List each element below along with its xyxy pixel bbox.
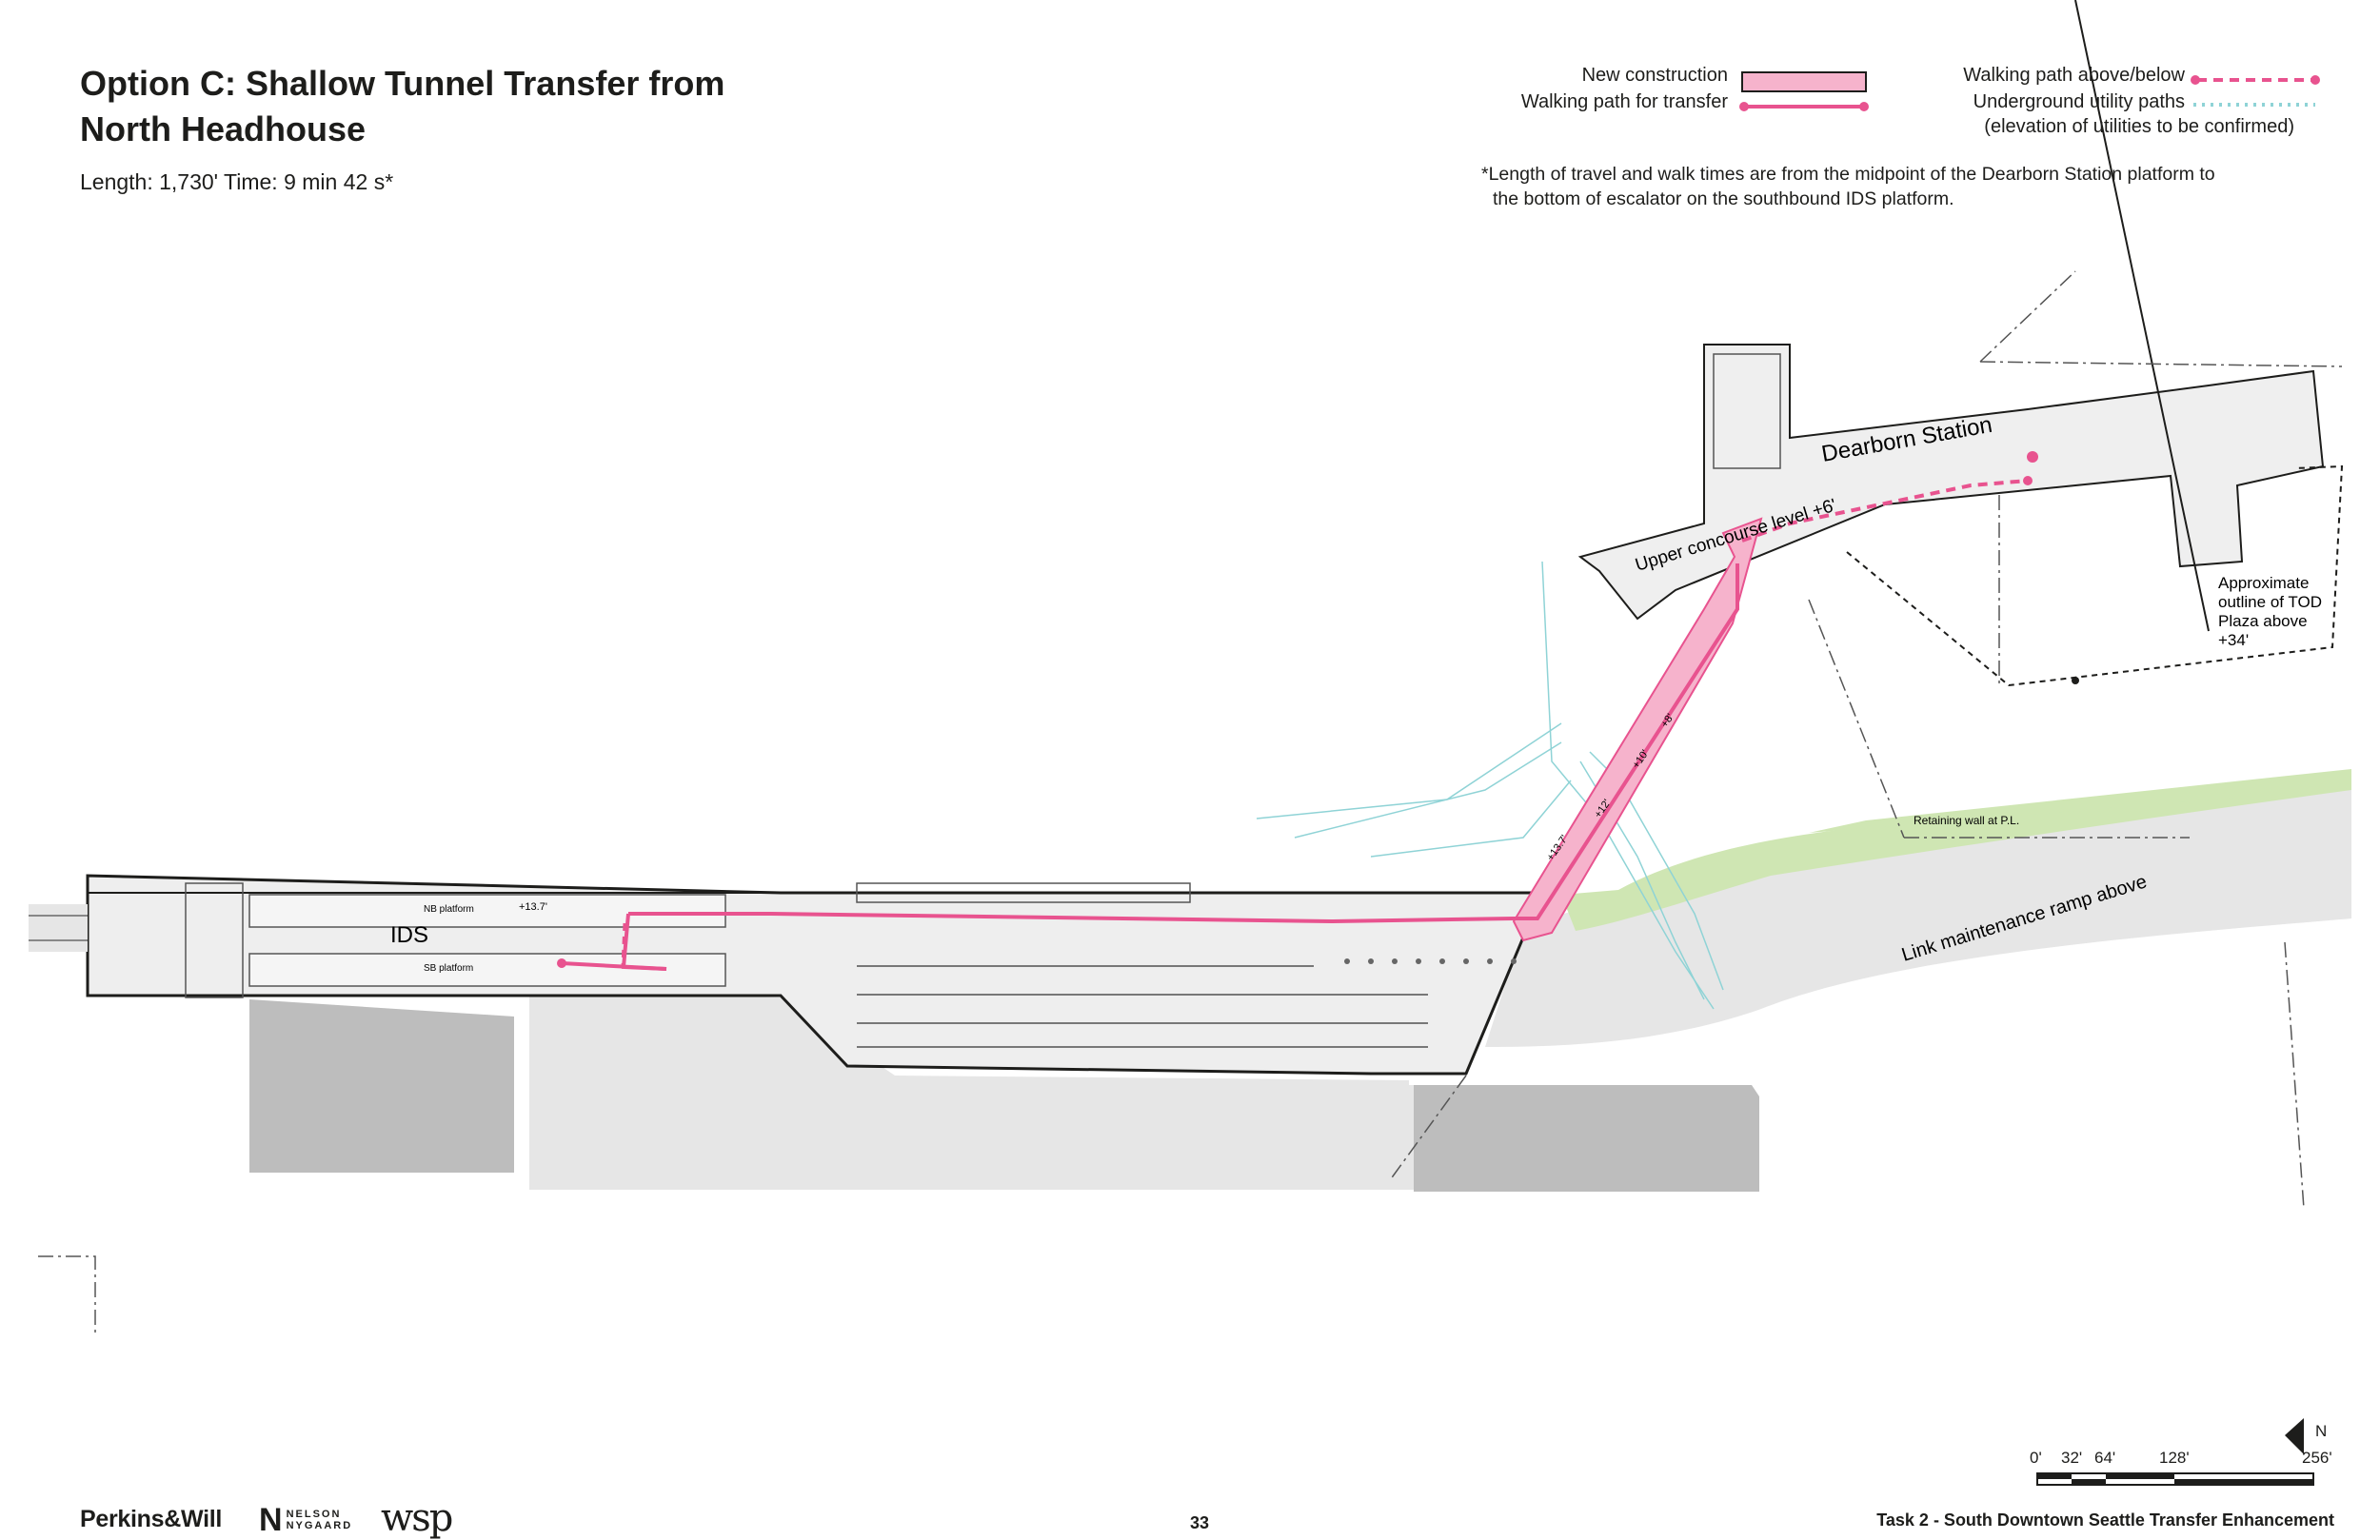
underground-utility-paths [1256, 561, 1724, 1010]
north-label: N [2315, 1422, 2328, 1440]
scale-label-32: 32' [2061, 1449, 2083, 1467]
label-retaining-wall: Retaining wall at P.L. [1914, 814, 2019, 827]
land-gray-center [529, 990, 1428, 1190]
scale-bar [2036, 1472, 2314, 1486]
footer-task-title: Task 2 - South Downtown Seattle Transfer… [1876, 1510, 2334, 1530]
building-gray-west [249, 999, 514, 1173]
building-gray-east [1414, 1085, 1759, 1192]
north-arrow-icon [2285, 1418, 2304, 1454]
legend-utility-note: (elevation of utilities to be confirmed) [1984, 116, 2294, 137]
footnote: *Length of travel and walk times are fro… [1481, 164, 2215, 209]
green-retaining-area [1561, 771, 2351, 931]
label-sb-platform: SB platform [424, 963, 473, 974]
label-tod-4: +34' [2218, 631, 2249, 649]
label-tod-2: outline of TOD [2218, 593, 2322, 611]
legend-walking-path-label: Walking path for transfer [1520, 91, 1728, 112]
label-elev-137-a: +13.7' [519, 901, 547, 913]
dearborn-station-outline [1577, 344, 2325, 621]
bench-row [856, 882, 1191, 903]
nb-platform [248, 894, 726, 928]
scale-label-0: 0' [2030, 1449, 2042, 1467]
scale-label-256: 256' [2302, 1449, 2332, 1467]
label-tod-3: Plaza above [2218, 612, 2308, 630]
legend-new-construction-label: New construction [1581, 65, 1728, 86]
label-nb-platform: NB platform [424, 904, 474, 915]
tod-plaza-outline [1846, 464, 2344, 687]
scale-label-128: 128' [2159, 1449, 2190, 1467]
walking-path-for-transfer [628, 563, 1739, 924]
legend-new-construction-swatch [1741, 71, 1867, 92]
scale-label-64: 64' [2094, 1449, 2116, 1467]
label-ids: IDS [390, 922, 428, 948]
page-title: Option C: Shallow Tunnel Transfer from N… [80, 64, 725, 148]
page-number: 33 [1190, 1513, 1210, 1532]
label-tod-1: Approximate [2218, 574, 2309, 592]
legend-utility-label: Underground utility paths [1973, 91, 2185, 112]
link-maintenance-ramp [1485, 773, 2351, 1047]
length-time: Length: 1,730' Time: 9 min 42 s* [80, 169, 394, 194]
new-construction-tunnel [1512, 517, 1763, 942]
walking-path-above-below [1741, 479, 2029, 543]
logo-wsp: wsp [381, 1496, 453, 1540]
logo-perkins-will: Perkins&Will [80, 1506, 223, 1532]
legend-above-below-label: Walking path above/below [1963, 65, 2185, 86]
